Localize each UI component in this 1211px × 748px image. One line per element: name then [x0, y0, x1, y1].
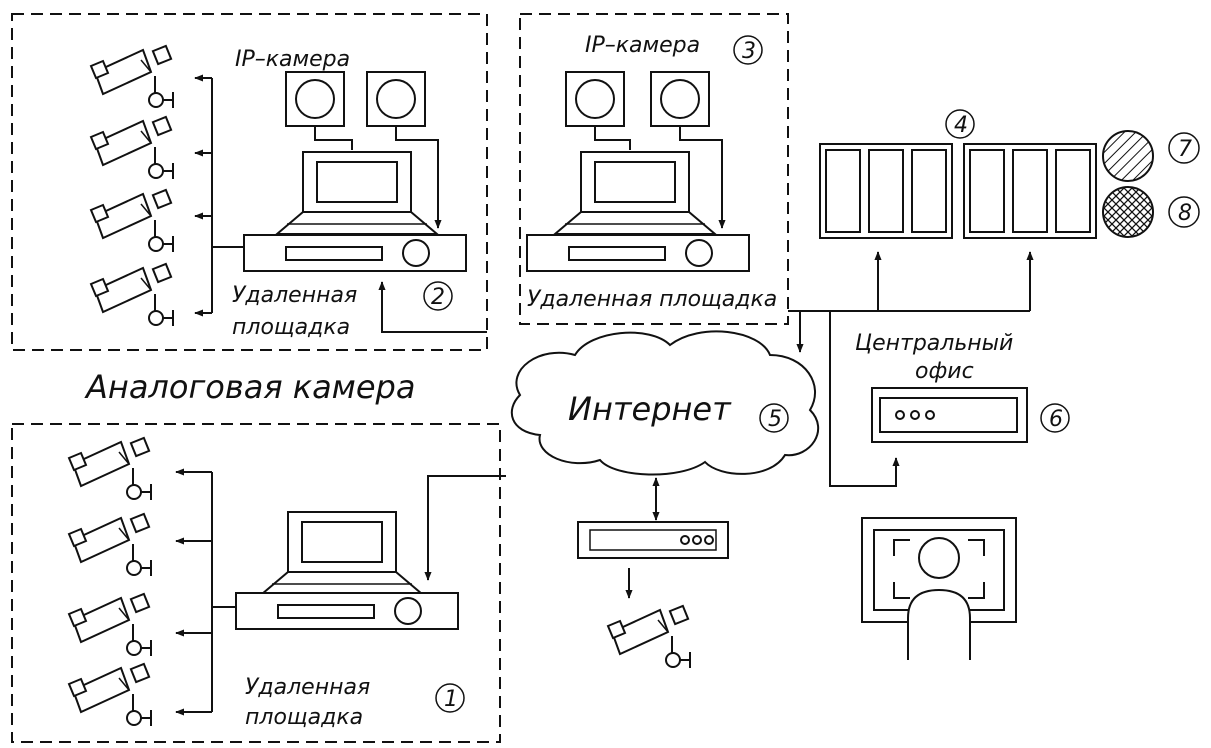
marker-8-label: 8 — [1178, 201, 1192, 226]
internet-cloud: Интернет 5 — [512, 331, 818, 474]
video-wall: 4 — [820, 110, 1096, 238]
laptop-icon — [262, 512, 422, 594]
laptop-icon — [277, 152, 437, 234]
central-office-label-line2: офис — [915, 359, 974, 384]
analog-camera-icon — [91, 264, 173, 326]
marker-6-label: 6 — [1049, 407, 1063, 432]
remote-site-3-block: IP–камера 3 Удаленная площадка — [520, 14, 788, 324]
dvr-icon — [244, 235, 466, 271]
operator-workstation — [862, 518, 1016, 660]
router-device — [578, 522, 728, 558]
storage-icons: 7 8 — [1103, 131, 1199, 237]
remote-site-1-block: Удаленная площадка 1 — [12, 424, 506, 742]
remote-camera-icon — [608, 606, 690, 668]
marker-2-label: 2 — [431, 285, 445, 310]
central-office-links — [788, 252, 1030, 486]
camera-bus-lines — [195, 78, 244, 313]
remote-site-2-block: IP–камера Удаленная площадка 2 — [12, 14, 487, 350]
remote-site-3-label: Удаленная площадка — [527, 287, 777, 312]
operator-body-icon — [908, 590, 970, 660]
marker-4-label: 4 — [954, 113, 968, 138]
site-1-uplink — [428, 476, 506, 580]
dvr-icon — [527, 235, 749, 271]
ip-camera-label-right: IP–камера — [585, 33, 700, 58]
analog-camera-icon — [69, 664, 151, 726]
analog-camera-icon — [69, 438, 151, 500]
ip-camera-icon — [651, 72, 709, 126]
camera-bus-lines — [176, 472, 236, 712]
analog-camera-icon — [91, 117, 173, 179]
analog-camera-icon — [91, 190, 173, 252]
laptop-icon — [555, 152, 715, 234]
central-office-label-line1: Центральный — [855, 331, 1013, 356]
ip-camera-icon — [367, 72, 425, 126]
storage-hatched-icon — [1103, 131, 1153, 181]
ip-camera-icon — [566, 72, 624, 126]
remote-site-2-label: Удаленная площадка — [232, 283, 364, 340]
internet-label: Интернет — [568, 390, 732, 428]
remote-site-1-label: Удаленная площадка — [245, 675, 377, 730]
monitor-panel-left — [820, 144, 952, 238]
storage-crosshatched-icon — [1103, 187, 1153, 237]
marker-1-label: 1 — [444, 687, 458, 712]
analog-camera-icon — [91, 46, 173, 108]
central-server: 6 — [872, 388, 1069, 442]
analog-camera-icon — [69, 594, 151, 656]
dvr-icon — [236, 593, 458, 629]
ip-camera-icon — [286, 72, 344, 126]
analog-camera-label: Аналоговая камера — [84, 368, 415, 406]
analog-camera-icon — [69, 514, 151, 576]
marker-3-label: 3 — [742, 39, 756, 64]
marker-5-label: 5 — [768, 407, 782, 432]
monitor-panel-right — [964, 144, 1096, 238]
ip-camera-label-left: IP–камера — [235, 47, 350, 72]
operator-head-icon — [919, 538, 959, 578]
marker-7-label: 7 — [1178, 137, 1192, 162]
